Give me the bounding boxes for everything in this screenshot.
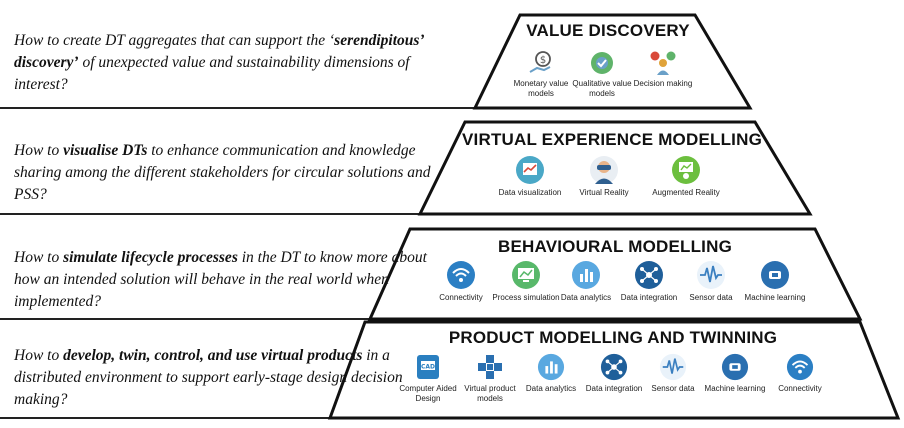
network-icon — [600, 353, 628, 381]
sensor-wave-icon — [697, 261, 725, 289]
data-visualization-icon — [516, 156, 544, 184]
cube-cluster-icon — [478, 355, 502, 379]
item-sensor-data: Sensor data — [672, 260, 750, 303]
item-data-visualization: Data visualization — [491, 155, 569, 198]
vr-headset-icon — [590, 156, 618, 184]
cad-icon: CAD — [417, 355, 439, 379]
question-value-discovery: How to create DT aggregates that can sup… — [14, 32, 424, 93]
item-data-integration: Data integration — [610, 260, 688, 303]
wifi-icon — [786, 353, 814, 381]
item-data-analytics: Data analytics — [547, 260, 625, 303]
money-icon: $ — [529, 51, 551, 73]
item-machine-learning: Machine learning — [736, 260, 814, 303]
item-augmented-reality: Augmented Reality — [647, 155, 725, 198]
tier-title-virtual-experience: VIRTUAL EXPERIENCE MODELLING — [462, 130, 762, 149]
item-data-analytics-2: Data analytics — [512, 353, 590, 394]
decision-icon — [650, 51, 676, 75]
question-behavioural: How to simulate lifecycle processes in t… — [14, 249, 427, 310]
tier-title-behavioural: BEHAVIOURAL MODELLING — [497, 237, 733, 256]
item-computer-aided-design: CAD Computer Aided Design — [389, 353, 467, 404]
process-simulation-icon — [512, 261, 540, 289]
quality-icon — [591, 52, 613, 74]
item-virtual-product-models: Virtual product models — [451, 353, 529, 404]
item-data-integration-2: Data integration — [575, 353, 653, 394]
svg-text:CAD: CAD — [421, 364, 435, 371]
augmented-reality-icon — [672, 156, 700, 184]
bar-chart-icon — [537, 353, 565, 381]
question-virtual-experience: How to visualise DTs to enhance communic… — [14, 142, 431, 203]
item-virtual-reality: Virtual Reality — [565, 155, 643, 198]
item-monetary-value-models: $ Monetary value models — [502, 50, 580, 99]
tier-behavioural — [367, 227, 863, 321]
tier-title-value-discovery: VALUE DISCOVERY — [526, 21, 690, 40]
bar-chart-icon — [572, 261, 600, 289]
item-machine-learning-2: Machine learning — [696, 353, 774, 394]
network-icon — [635, 261, 663, 289]
sensor-wave-icon — [659, 353, 687, 381]
item-qualitative-value-models: Qualitative value models — [563, 50, 641, 99]
item-decision-making: Decision making — [624, 50, 702, 89]
item-connectivity-2: Connectivity — [761, 353, 839, 394]
item-process-simulation: Process simulation — [487, 260, 565, 303]
question-product-modelling: How to develop, twin, control, and use v… — [14, 347, 403, 408]
tier-title-product-modelling: PRODUCT MODELLING AND TWINNING — [448, 328, 778, 347]
chip-icon — [721, 353, 749, 381]
wifi-icon — [447, 261, 475, 289]
item-sensor-data-2: Sensor data — [634, 353, 712, 394]
item-connectivity: Connectivity — [422, 260, 500, 303]
svg-text:$: $ — [540, 55, 546, 66]
chip-icon — [761, 261, 789, 289]
